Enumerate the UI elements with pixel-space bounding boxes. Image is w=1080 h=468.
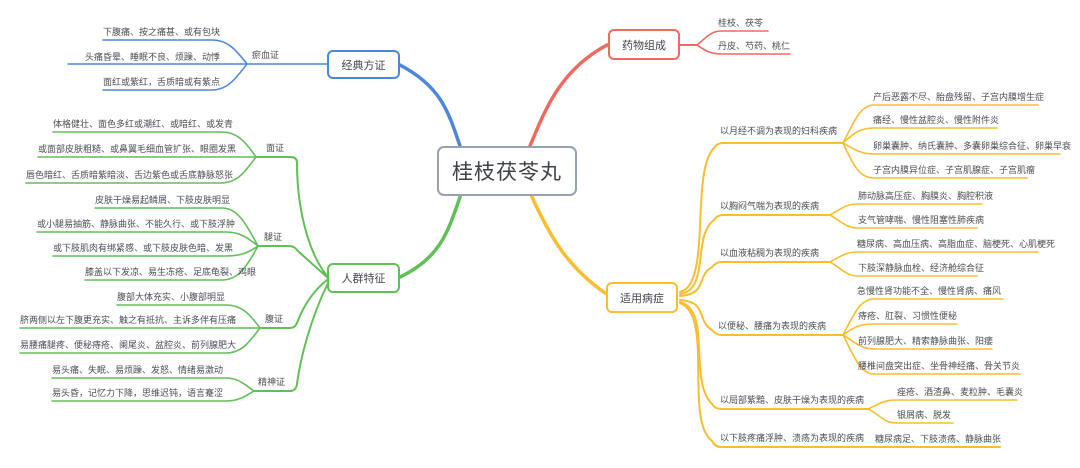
indications-skin-leaf-1[interactable]: 银屑病、脱发 [897,410,952,420]
composition-leaf-1[interactable]: 丹皮、芍药、桃仁 [718,41,791,51]
population-mental-leaf-1[interactable]: 易头昏，记忆力下降，思维迟钝，语言蹇涩 [52,388,224,398]
population-leg-leaf-3[interactable]: 膝盖以下发凉、易生冻疮、足底龟裂、鸡眼 [85,267,257,277]
indications-blood-leaf-1[interactable]: 下肢深静脉血栓、经济舱综合征 [858,263,985,273]
indications-chest-leaf-0[interactable]: 肺动脉高压症、胸膜炎、胸腔积液 [858,191,994,201]
composition-leaf-0[interactable]: 桂枝、茯苓 [718,18,764,28]
indications-chest-leaf-1[interactable]: 支气管哮喘、慢性阻塞性肺疾病 [858,215,985,225]
population-face-leaf-1[interactable]: 或面部皮肤粗糙、或鼻翼毛细血管扩张、眼圈发黑 [38,144,237,154]
classic-leaf-0[interactable]: 下腹痛、按之痛甚、或有包块 [103,27,221,37]
population-group-leg-label[interactable]: 腿证 [264,232,283,242]
population-face-leaf-2[interactable]: 唇色暗红、舌质暗紫暗淡、舌边紫色或舌底静脉怒张 [26,170,234,180]
indications-group-limb-label[interactable]: 以下肢疼痛浮肿、溃疡为表现的疾病 [720,433,865,443]
indications-menses-leaf-2[interactable]: 卵巢囊肿、纳氏囊肿、多囊卵巢综合征、卵巢早衰 [873,141,1072,151]
topic-classic[interactable]: 经典方证 [327,50,400,79]
indications-constipation-leaf-2[interactable]: 前列腺肥大、精索静脉曲张、阳痿 [858,336,994,346]
population-abdomen-leaf-2[interactable]: 易腰痛腿疼、便秘痔疮、阑尾炎、盆腔炎、前列腺肥大 [20,340,237,350]
indications-menses-leaf-3[interactable]: 子宫内膜异位症、子宫肌腺症、子宫肌瘤 [873,165,1036,175]
indications-menses-leaf-0[interactable]: 产后恶露不尽、胎盘残留、子宫内膜增生症 [873,92,1045,102]
population-group-abdomen-label[interactable]: 腹证 [265,314,284,324]
population-group-mental-label[interactable]: 精神证 [258,377,286,387]
indications-constipation-leaf-1[interactable]: 痔疮、肛裂、习惯性便秘 [858,311,958,321]
population-mental-leaf-0[interactable]: 易头痛、失眠、易烦躁、发怒、情绪易激动 [52,365,224,375]
population-face-leaf-0[interactable]: 体格健壮、面色多红或潮红、或暗红、或发青 [53,119,234,129]
indications-constipation-leaf-0[interactable]: 急慢性肾功能不全、慢性肾病、痛风 [857,286,1002,296]
indications-group-menses-label[interactable]: 以月经不调为表现的妇科疾病 [720,126,838,136]
indications-menses-leaf-1[interactable]: 痛经、慢性盆腔炎、慢性附件炎 [873,115,1000,125]
classic-leaf-2[interactable]: 面红或紫红，舌质暗或有紫点 [103,77,221,87]
classic-leaf-1[interactable]: 头痛昏晕、睡眠不良、烦躁、动悸 [85,52,221,62]
population-leg-leaf-0[interactable]: 皮肤干燥易起鳞屑、下肢皮肤明显 [95,195,231,205]
indications-constipation-leaf-3[interactable]: 腰椎间盘突出症、坐骨神经痛、骨关节炎 [858,361,1021,371]
topic-indications[interactable]: 适用病症 [606,282,678,313]
central-topic[interactable]: 桂枝茯苓丸 [437,146,577,196]
population-leg-leaf-1[interactable]: 或小腿易抽筋、静脉曲张、不能久行、或下肢浮肿 [37,219,236,229]
indications-limb-leaf-0[interactable]: 糖尿病足、下肢溃疡、静脉曲张 [875,434,1002,444]
population-abdomen-leaf-0[interactable]: 腹部大体充实、小腹部明显 [117,292,226,302]
population-group-face-label[interactable]: 面证 [266,143,285,153]
topic-composition[interactable]: 药物组成 [608,29,680,60]
indications-group-chest-label[interactable]: 以胸闷气喘为表现的疾病 [720,201,820,211]
indications-group-blood-label[interactable]: 以血液粘稠为表现的疾病 [720,248,820,258]
topic-population[interactable]: 人群特征 [327,263,400,293]
indications-skin-leaf-0[interactable]: 痤疮、酒渣鼻、麦粒肿、毛囊炎 [897,387,1024,397]
indications-group-constipation-label[interactable]: 以便秘、腰痛为表现的疾病 [718,321,827,331]
indications-group-skin-label[interactable]: 以局部紫黯、皮肤干燥为表现的疾病 [720,395,865,405]
population-abdomen-leaf-1[interactable]: 脐两侧以左下腹更充实、触之有抵抗、主诉多伴有压痛 [20,315,237,325]
population-leg-leaf-2[interactable]: 或下肢肌肉有绑紧感、或下肢皮肤色暗、发黑 [53,243,234,253]
classic-sublabel[interactable]: 瘀血证 [252,50,280,60]
indications-blood-leaf-0[interactable]: 糖尿病、高血压病、高脂血症、脑梗死、心肌梗死 [857,239,1056,249]
